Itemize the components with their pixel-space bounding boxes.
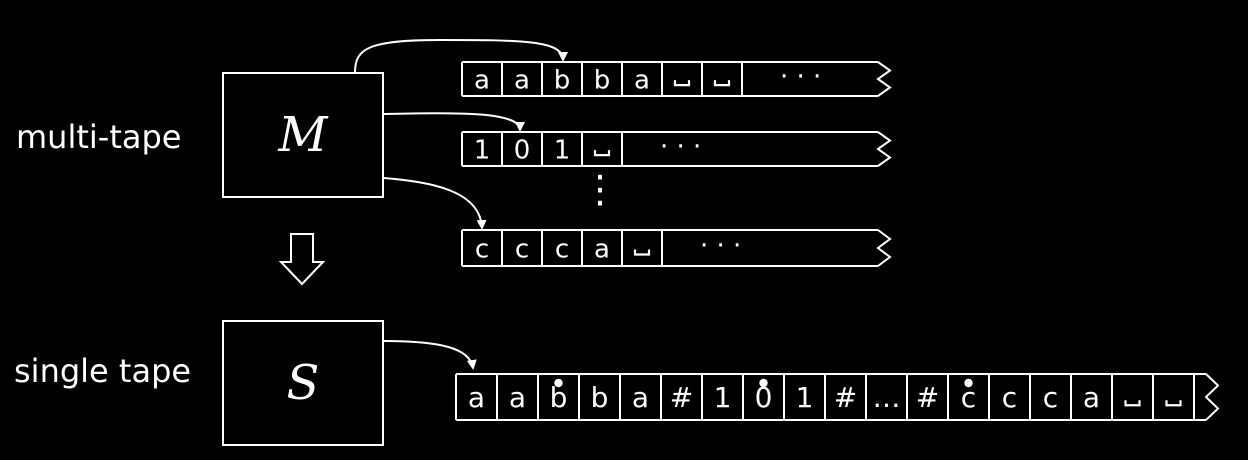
tape-cell-symbol: c — [475, 234, 489, 264]
tape-cell-symbol: 0 — [755, 381, 773, 414]
tape-cell-symbol: a — [632, 381, 649, 414]
head-marker-dot — [554, 378, 563, 388]
tape-cell-symbol: 0 — [514, 135, 531, 165]
head-marker-dot — [964, 378, 973, 388]
tape-continuation-dots: · · · — [660, 132, 701, 162]
tape-cell-symbol: a — [594, 234, 610, 264]
tape-cell-symbol: b — [554, 65, 571, 95]
head-marker-dot — [759, 378, 768, 388]
tape-cell-symbol: … — [873, 381, 901, 414]
tape-cell-symbol: b — [550, 381, 568, 414]
tape-continuation-dots: · · · — [700, 231, 741, 261]
tape-cell-symbol: c — [961, 381, 976, 414]
single-tape-label: single tape — [14, 352, 192, 390]
tape-torn-end — [876, 131, 892, 167]
tape-cell-blank — [593, 150, 611, 157]
tape-cell-symbol: # — [834, 381, 857, 414]
tape-cell-symbol: # — [916, 381, 939, 414]
tape-cell-symbol: a — [509, 381, 526, 414]
tape-cell-blank — [633, 249, 651, 256]
tape-cell-symbol: 1 — [796, 381, 814, 414]
tape-torn-end — [876, 229, 892, 267]
head-arrow-tape-1 — [354, 38, 568, 73]
tape-cell-symbol: 1 — [554, 135, 571, 165]
machine-label-s: S — [286, 355, 320, 411]
tape-cell-blank — [713, 80, 731, 87]
tape-cell-symbol: a — [474, 65, 490, 95]
head-arrow-tape-2 — [383, 112, 525, 132]
tape-cell-symbol: a — [468, 381, 485, 414]
tape-cell-symbol: a — [514, 65, 530, 95]
tape-cell-blank — [673, 80, 691, 87]
multi-tape-label: multi-tape — [16, 118, 182, 156]
head-arrow-tape-3 — [383, 177, 487, 230]
machine-label-m: M — [278, 107, 328, 163]
tape-cell-symbol: a — [1083, 381, 1100, 414]
tape-cell-symbol: b — [591, 381, 609, 414]
tape-cell-symbol: c — [1043, 381, 1058, 414]
tape-torn-end — [1204, 373, 1220, 421]
tape-continuation-dots: · · · — [780, 62, 821, 92]
vertical-ellipsis: ⋮ — [581, 167, 619, 211]
tape-torn-end — [876, 61, 892, 97]
tape-cell-symbol: c — [515, 234, 529, 264]
tape-cell-blank — [1124, 400, 1141, 407]
hollow-down-arrow-icon — [278, 233, 326, 286]
tape-cell-symbol: # — [670, 381, 693, 414]
tape-cell-symbol: c — [555, 234, 569, 264]
head-arrow-single — [383, 340, 477, 370]
tape-cell-symbol: 1 — [474, 135, 491, 165]
tape-cell-symbol: 1 — [714, 381, 732, 414]
single-tape-machine: S — [222, 320, 384, 446]
tape-cell-symbol: b — [594, 65, 611, 95]
multi-tape-machine: M — [222, 72, 384, 198]
tape-cell-blank — [1165, 400, 1182, 407]
tape-cell-symbol: a — [634, 65, 650, 95]
tape-cell-symbol: c — [1002, 381, 1017, 414]
